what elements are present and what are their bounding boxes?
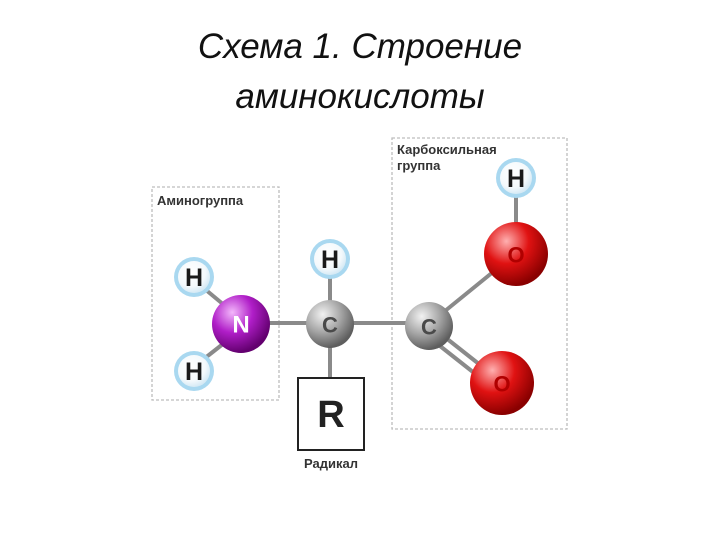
title-line-2: аминокислоты [235,77,485,116]
atom-carbon-carboxyl: C [405,302,453,350]
atom-h-amino-top: H [174,257,214,297]
title-line-1: Схема 1. Строение [197,27,523,66]
atom-h-amino-top-label: H [185,264,203,292]
radical-box: R [297,377,365,451]
atom-nitrogen: N [212,295,270,353]
atom-nitrogen-label: N [232,312,249,339]
radical-letter: R [317,394,344,436]
atom-h-amino-bottom: H [174,351,214,391]
atom-carbon-alpha-label: C [322,313,338,338]
amino-group-label: Аминогруппа [157,193,244,208]
bond-c-carboxyl-o-carbonyl-b [438,344,480,378]
atom-h-hydroxyl: H [496,158,536,198]
radical-label: Радикал [304,456,358,471]
atom-carbon-carboxyl-label: C [421,315,437,340]
atom-h-hydroxyl-label: H [507,165,525,193]
atom-carbon-alpha: C [306,300,354,348]
carboxyl-group-label-line-1: Карбоксильная [397,142,497,157]
atom-h-alpha-label: H [321,246,339,274]
carboxyl-group-label-line-2: группа [397,158,441,173]
atom-oxygen-carbonyl: O [470,351,534,415]
atom-oxygen-hydroxyl: O [484,222,548,286]
atom-oxygen-hydroxyl-label: O [507,243,524,268]
bond-c-carboxyl-o-hydroxyl [443,270,495,313]
amino-group-box [151,186,280,401]
slide-title: Схема 1. Строение аминокислоты [0,22,720,122]
atom-h-amino-bottom-label: H [185,358,203,386]
atom-oxygen-carbonyl-label: O [493,372,510,397]
atom-h-alpha: H [310,239,350,279]
